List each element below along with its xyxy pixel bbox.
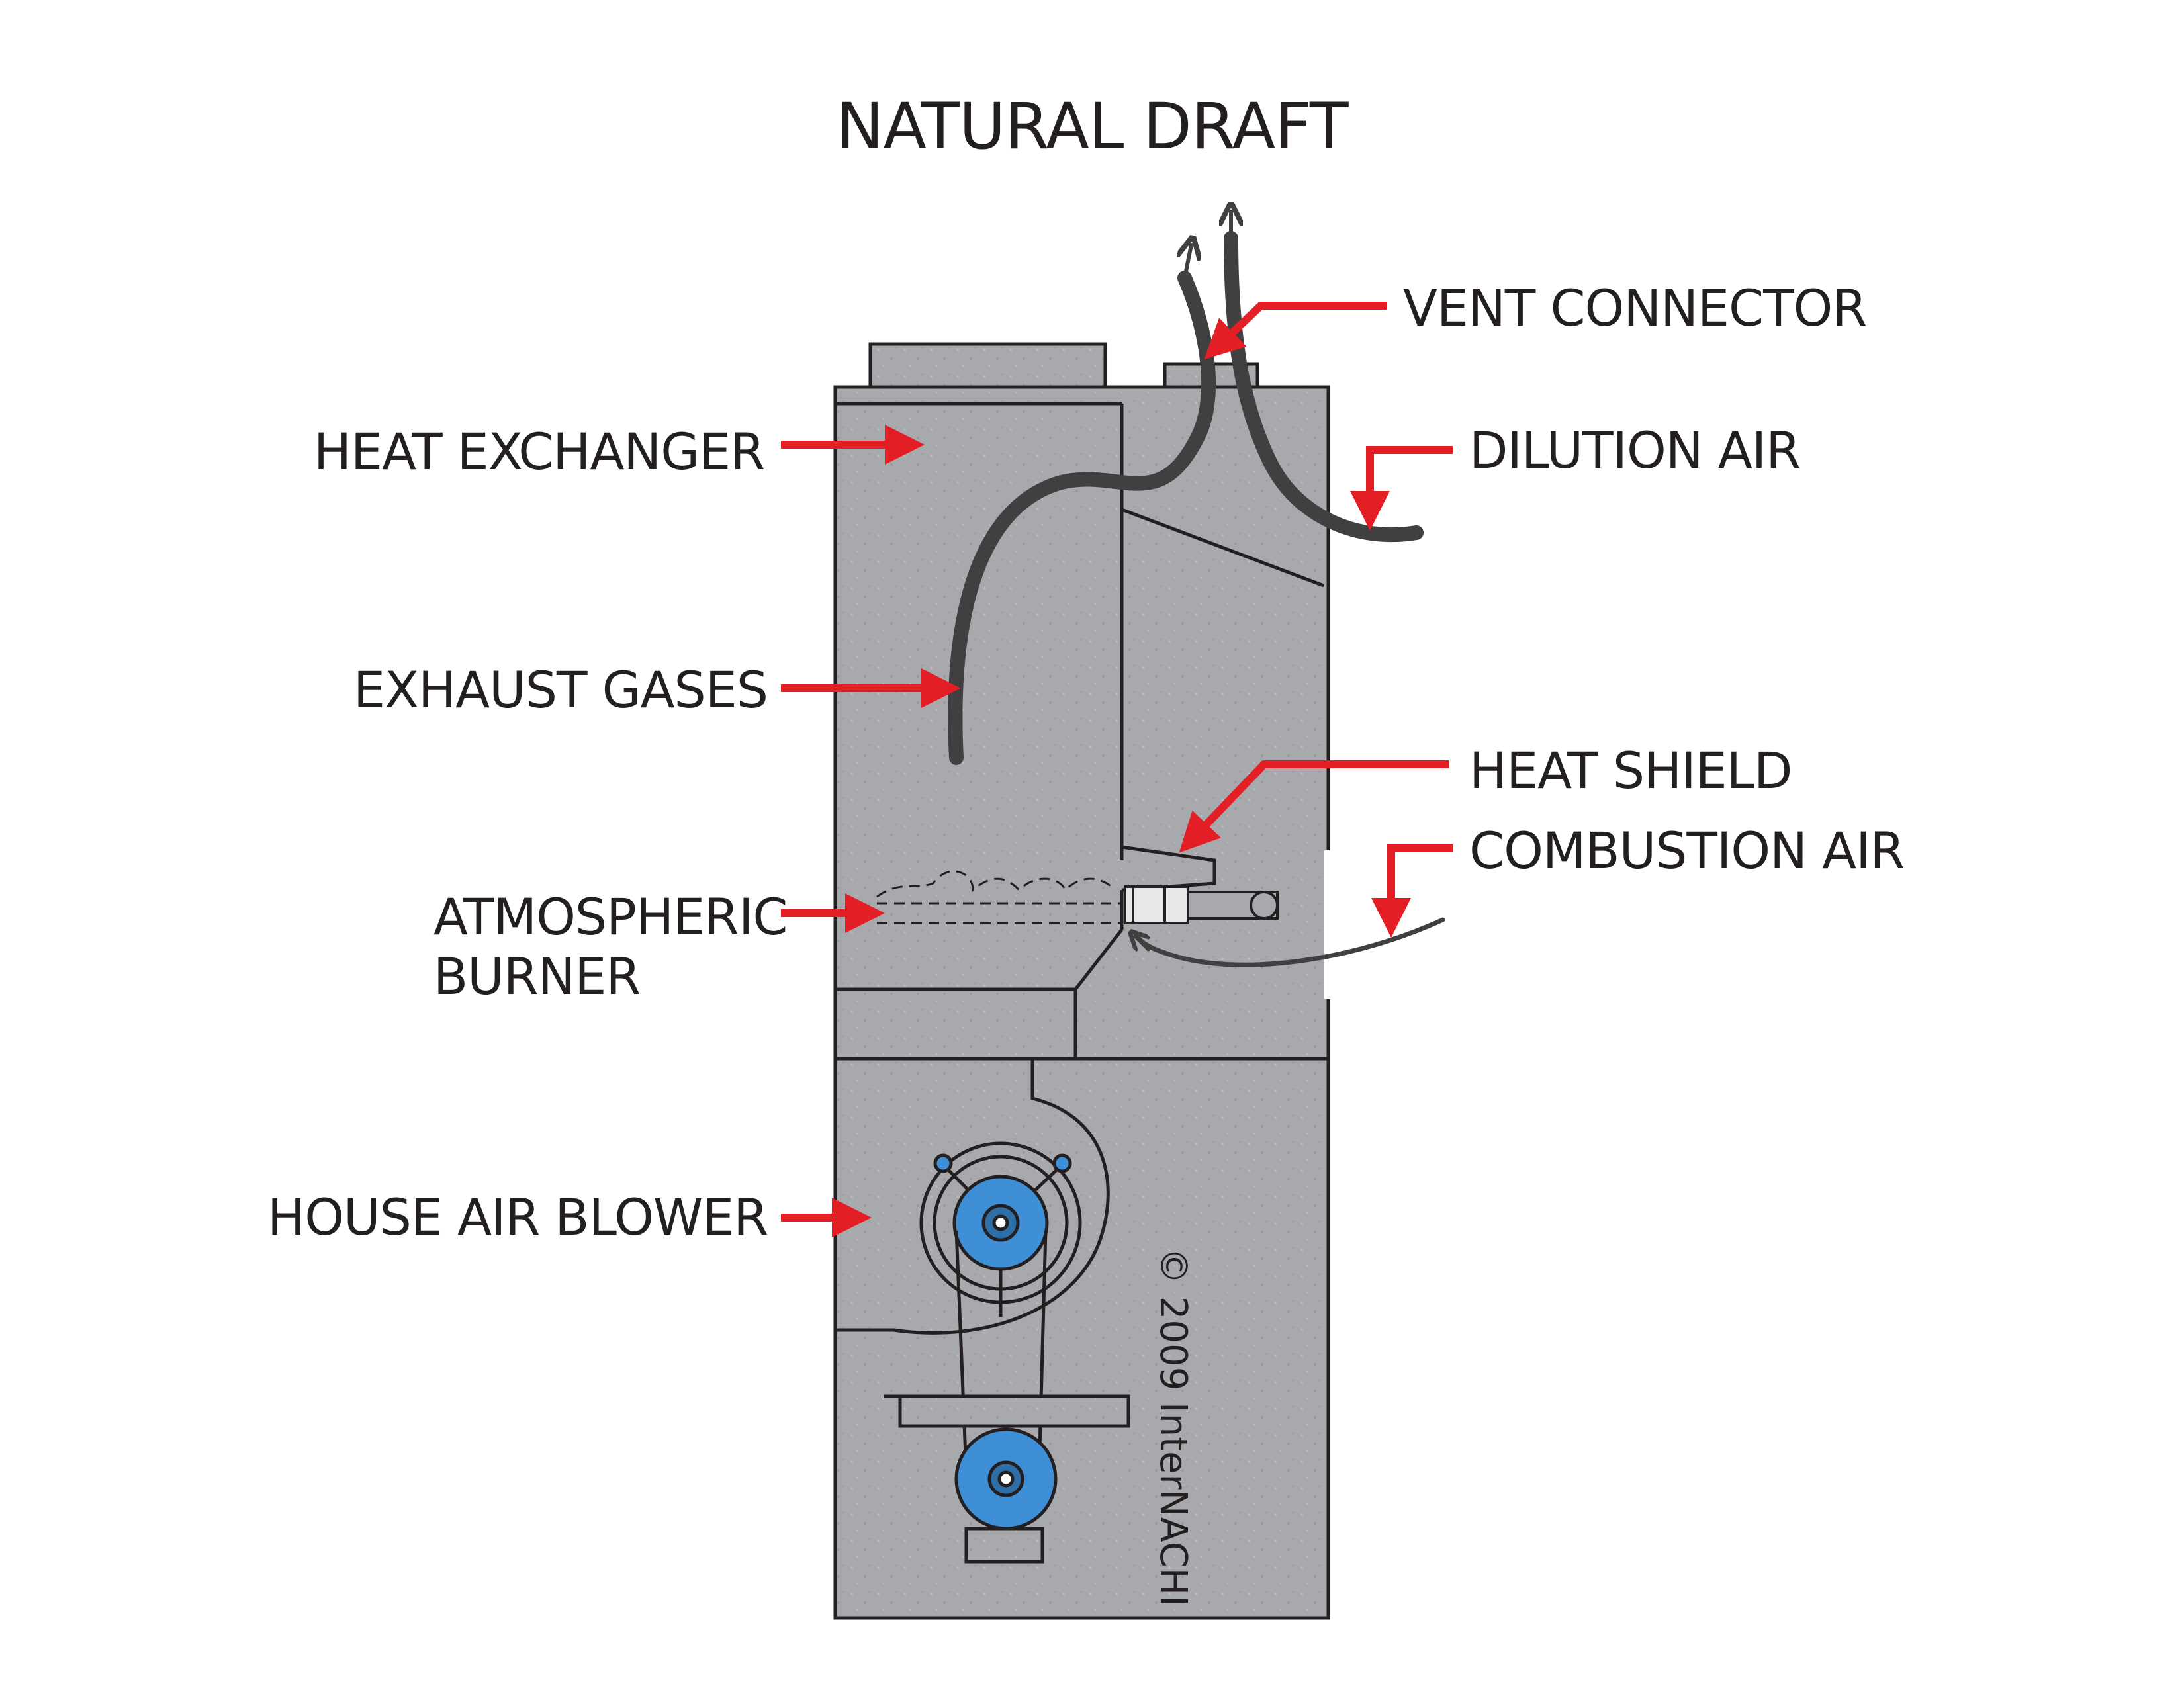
combustion-air-arrow (1371, 844, 1453, 938)
diagram-title: NATURAL DRAFT (836, 89, 1349, 163)
house-air-blower (835, 1059, 1130, 1564)
upper-cabinet (833, 385, 1330, 1061)
draft-hood-baffle (1121, 508, 1324, 588)
blower-scroll (835, 1059, 1110, 1335)
lower-cabinet (833, 1057, 1330, 1620)
vent-connector-arrow (1204, 302, 1387, 360)
label-heat-shield: HEAT SHIELD (1469, 741, 1793, 800)
label-burner: BURNER (433, 947, 641, 1006)
label-house-air-blower: HOUSE AIR BLOWER (267, 1188, 768, 1247)
gas-manifold (1124, 885, 1279, 924)
copyright-notice: © 2009 InterNACHI (1152, 1247, 1195, 1607)
dilution-air-arrow (1350, 446, 1453, 531)
label-atmospheric: ATMOSPHERIC (433, 887, 788, 946)
label-exhaust-gases: EXHAUST GASES (353, 660, 768, 719)
heat-shield-arrow (1179, 760, 1449, 853)
motor-mount (898, 1394, 1130, 1428)
burner-flames (876, 870, 1122, 924)
label-dilution-air: DILUTION AIR (1469, 421, 1801, 480)
label-heat-exchanger: HEAT EXCHANGER (313, 422, 765, 481)
drive-belt (954, 1230, 968, 1473)
label-combustion-air: COMBUSTION AIR (1469, 821, 1905, 880)
leader-arrows (781, 302, 1453, 1237)
label-vent-connector: VENT CONNECTOR (1403, 279, 1867, 337)
furnace-cabinet (833, 342, 1339, 1620)
